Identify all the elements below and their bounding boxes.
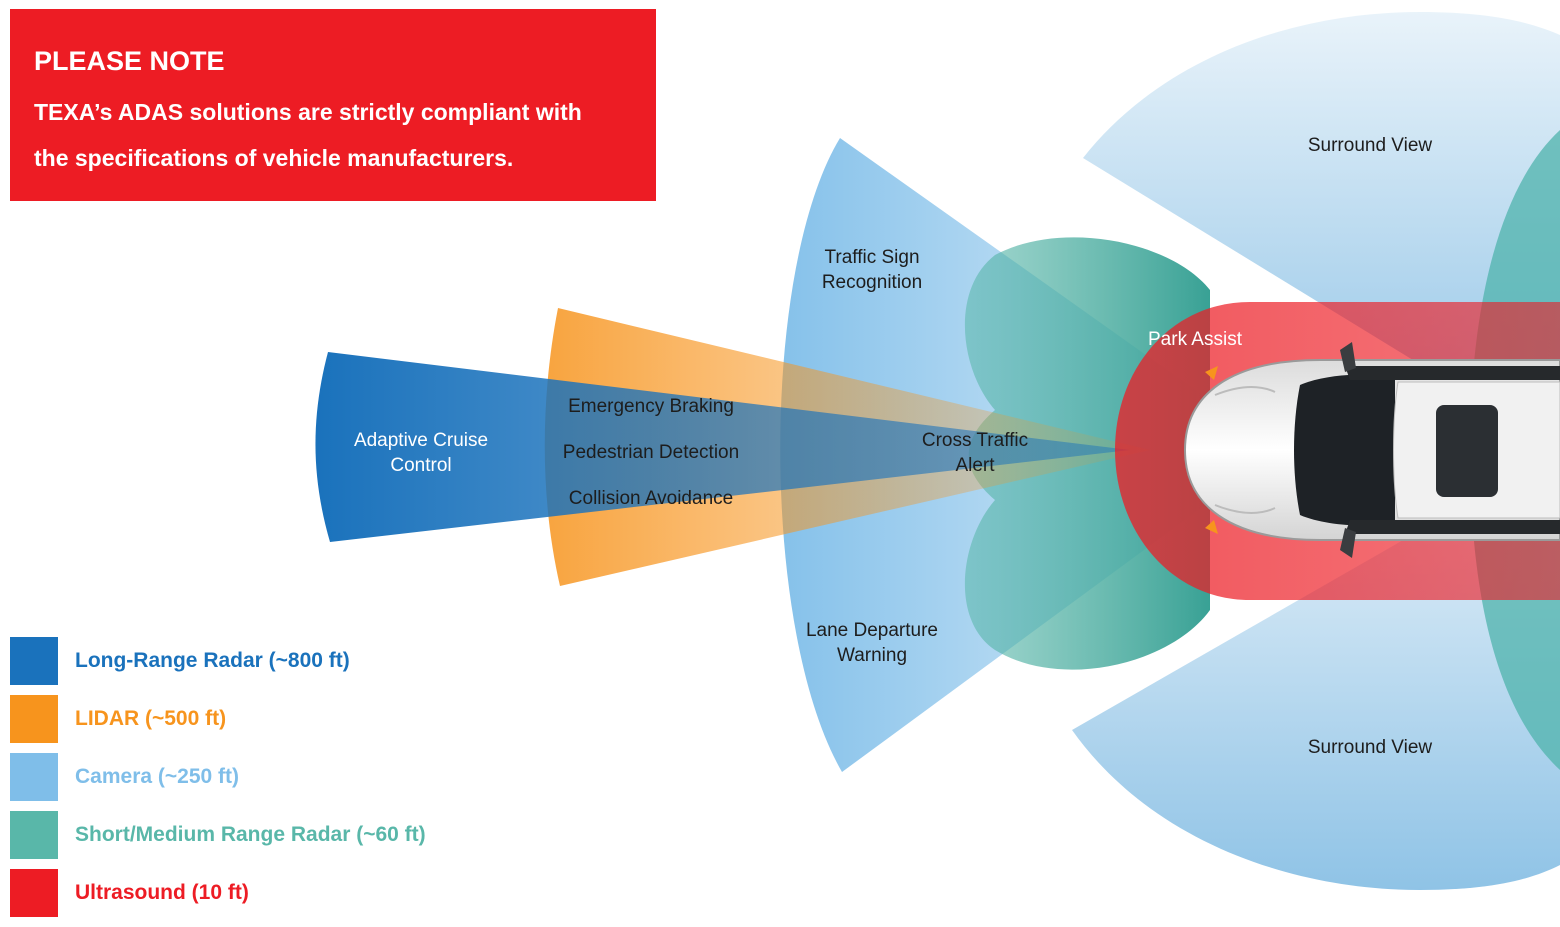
note-line-1: TEXA’s ADAS solutions are strictly compl…: [34, 99, 582, 125]
lane-departure-line-1: Lane Departure: [805, 620, 939, 641]
legend-label: Short/Medium Range Radar (~60 ft): [75, 823, 426, 846]
legend-swatch: [10, 811, 58, 859]
cross-traffic-label: Cross Traffic Alert: [895, 428, 1055, 478]
traffic-sign-line-1: Traffic Sign: [824, 247, 920, 268]
legend-swatch: [10, 869, 58, 917]
legend-label: Camera (~250 ft): [75, 765, 239, 788]
long-range-radar-zone: [315, 352, 1131, 542]
legend-label: LIDAR (~500 ft): [75, 707, 227, 730]
legend: Long-Range Radar (~800 ft) LIDAR (~500 f…: [10, 637, 426, 927]
legend-item-lidar: LIDAR (~500 ft): [10, 695, 426, 743]
legend-item-long-range-radar: Long-Range Radar (~800 ft): [10, 637, 426, 685]
cross-traffic-line-2: Alert: [955, 455, 995, 476]
legend-swatch: [10, 637, 58, 685]
adaptive-cruise-line-2: Control: [390, 455, 452, 476]
legend-swatch: [10, 695, 58, 743]
car-illustration: [1183, 342, 1560, 558]
adaptive-cruise-line-1: Adaptive Cruise: [353, 430, 489, 451]
note-line-2: the specifications of vehicle manufactur…: [34, 145, 514, 171]
legend-swatch: [10, 753, 58, 801]
cross-traffic-line-1: Cross Traffic: [921, 430, 1029, 451]
surround-view-top-label: Surround View: [1307, 135, 1433, 156]
lane-departure-line-2: Warning: [836, 645, 908, 666]
legend-item-short-medium-radar: Short/Medium Range Radar (~60 ft): [10, 811, 426, 859]
park-assist-label: Park Assist: [1148, 329, 1242, 350]
legend-item-camera: Camera (~250 ft): [10, 753, 426, 801]
pedestrian-detection-label: Pedestrian Detection: [562, 442, 740, 463]
note-title: PLEASE NOTE: [34, 46, 225, 76]
lane-departure-label: Lane Departure Warning: [787, 618, 957, 668]
collision-avoidance-label: Collision Avoidance: [568, 488, 734, 509]
traffic-sign-label: Traffic Sign Recognition: [792, 245, 952, 295]
please-note-banner: PLEASE NOTE TEXA’s ADAS solutions are st…: [10, 9, 656, 201]
traffic-sign-line-2: Recognition: [821, 272, 923, 293]
legend-label: Ultrasound (10 ft): [75, 881, 249, 904]
legend-label: Long-Range Radar (~800 ft): [75, 649, 350, 672]
adaptive-cruise-label: Adaptive Cruise Control: [330, 428, 512, 478]
surround-view-bottom-label: Surround View: [1307, 737, 1433, 758]
emergency-braking-label: Emergency Braking: [568, 396, 734, 417]
legend-item-ultrasound: Ultrasound (10 ft): [10, 869, 426, 917]
